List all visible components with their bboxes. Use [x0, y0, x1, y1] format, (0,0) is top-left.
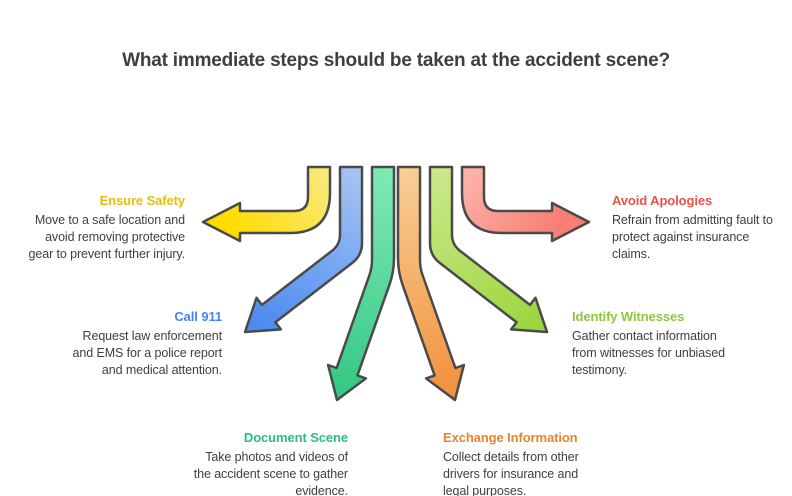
- step-label: Exchange Information: [443, 430, 578, 445]
- step-label: Call 911: [174, 309, 222, 324]
- step-document-scene: Document Scene Take photos and videos of…: [194, 430, 348, 496]
- call-911-arrow: [243, 165, 364, 334]
- step-description: Take photos and videos of the accident s…: [194, 449, 348, 496]
- ensure-safety-arrow: [201, 165, 332, 243]
- step-exchange-information: Exchange Information Collect details fro…: [443, 430, 579, 496]
- step-description-line: protect against insurance: [612, 230, 750, 244]
- step-label: Identify Witnesses: [572, 309, 685, 324]
- step-description-line: avoid removing protective: [45, 230, 185, 244]
- step-description-line: evidence.: [295, 484, 348, 496]
- avoid-apologies-arrow: [460, 165, 591, 243]
- step-description: Move to a safe location and avoid removi…: [28, 212, 186, 263]
- step-ensure-safety: Ensure Safety Move to a safe location an…: [28, 193, 186, 263]
- step-label: Document Scene: [243, 430, 348, 445]
- step-description-line: and EMS for a police report: [72, 346, 223, 360]
- step-description-line: testimony.: [572, 363, 628, 377]
- step-description-line: from witnesses for unbiased: [572, 346, 725, 360]
- step-call-911: Call 911 Request law enforcement and EMS…: [72, 309, 223, 379]
- page-title: What immediate steps should be taken at …: [122, 50, 670, 71]
- identify-witnesses-arrow: [428, 165, 549, 334]
- step-description: Collect details from other drivers for i…: [443, 449, 579, 496]
- step-description-line: Gather contact information: [572, 329, 717, 343]
- step-description-line: drivers for insurance and: [443, 467, 579, 481]
- step-description-line: Collect details from other: [443, 450, 579, 464]
- document-scene-arrow: [326, 165, 396, 402]
- step-label: Avoid Apologies: [612, 193, 713, 208]
- step-avoid-apologies: Avoid Apologies Refrain from admitting f…: [612, 193, 773, 263]
- step-description: Refrain from admitting fault to protect …: [612, 212, 773, 263]
- step-description: Gather contact information from witnesse…: [572, 328, 725, 379]
- step-identify-witnesses: Identify Witnesses Gather contact inform…: [572, 309, 725, 379]
- step-description-line: Refrain from admitting fault to: [612, 213, 773, 227]
- arrow-group: [201, 165, 591, 402]
- step-description: Request law enforcement and EMS for a po…: [72, 328, 223, 379]
- step-description-line: Request law enforcement: [82, 329, 223, 343]
- step-description-line: claims.: [612, 247, 651, 261]
- step-description-line: legal purposes.: [443, 484, 527, 496]
- step-label: Ensure Safety: [99, 193, 186, 208]
- step-description-line: Take photos and videos of: [205, 450, 348, 464]
- step-description-line: gear to prevent further injury.: [28, 247, 186, 261]
- step-description-line: Move to a safe location and: [34, 213, 185, 227]
- step-description-line: the accident scene to gather: [193, 467, 348, 481]
- step-description-line: and medical attention.: [101, 363, 222, 377]
- exchange-information-arrow: [396, 165, 466, 402]
